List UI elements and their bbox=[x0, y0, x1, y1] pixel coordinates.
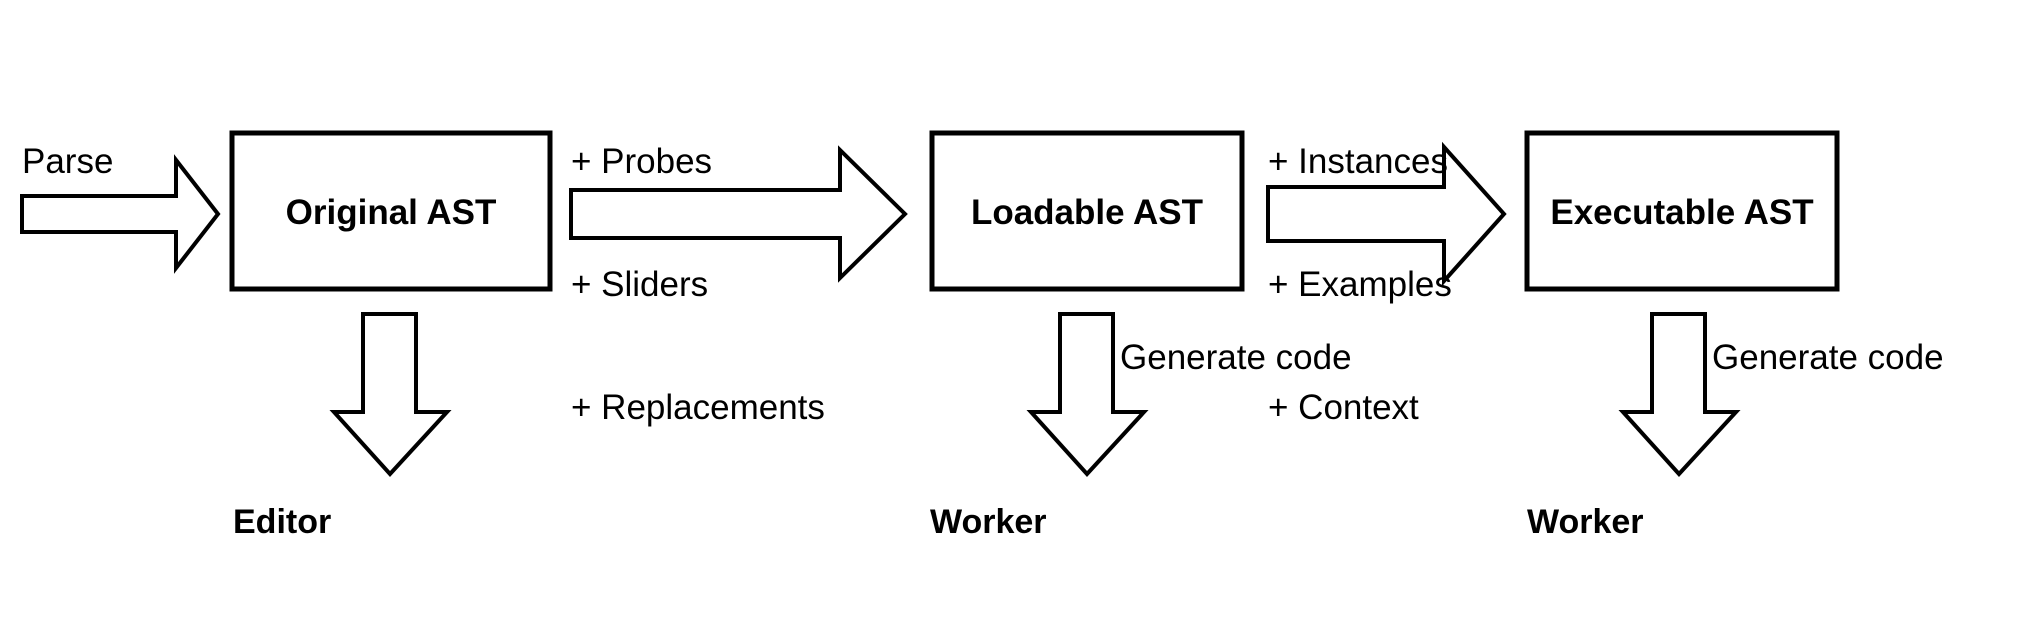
original-ast-box bbox=[229, 130, 553, 292]
loadable-to-executable-arrow-shape bbox=[1266, 141, 1507, 287]
executable-worker-note-body: Code used when executing examples bbox=[1527, 581, 1937, 629]
executable-generate-code-label: Generate code bbox=[1712, 338, 1944, 377]
loadable-worker-note-body: Code used when module is loaded by other… bbox=[930, 581, 1340, 629]
plus-item-sliders: + Sliders bbox=[571, 265, 709, 304]
loadable-worker-note-title: Worker bbox=[930, 503, 1047, 541]
plus-item-instances: + Instances bbox=[1268, 142, 1448, 181]
parse-arrow-shape bbox=[20, 154, 221, 274]
loadable-ast-label: Loadable AST bbox=[970, 193, 1204, 232]
plus-item-examples: + Examples bbox=[1268, 265, 1452, 304]
loadable-generate-code-label: Generate code bbox=[1120, 338, 1352, 377]
plus-item-context: + Context bbox=[1268, 388, 1419, 427]
plus-item-replacements: + Replacements bbox=[571, 388, 825, 427]
executable-worker-note-title: Worker bbox=[1527, 503, 1644, 541]
original-down-arrow-shape bbox=[329, 312, 452, 477]
editor-note-body: AST used as lookup for user actions bbox=[233, 581, 586, 629]
executable-ast-label: Executable AST bbox=[1550, 193, 1814, 232]
original-to-loadable-arrow-shape bbox=[569, 145, 908, 283]
editor-note-title: Editor bbox=[233, 503, 332, 541]
loadable-ast-box bbox=[929, 130, 1245, 292]
loadable-down-arrow-shape bbox=[1026, 312, 1149, 477]
executable-down-arrow-shape bbox=[1618, 312, 1741, 477]
parse-arrow-label: Parse bbox=[22, 142, 114, 181]
executable-ast-box bbox=[1524, 130, 1840, 292]
loadable-to-executable-arrow-label: + Instances + Examples + Context bbox=[1268, 59, 1452, 510]
editor-note: Editor AST used as lookup for user actio… bbox=[233, 473, 586, 629]
original-ast-label: Original AST bbox=[285, 193, 497, 232]
loadable-worker-note: Worker Code used when module is loaded b… bbox=[930, 473, 1340, 629]
executable-worker-note: Worker Code used when executing examples bbox=[1527, 473, 1937, 629]
plus-item-probes: + Probes bbox=[571, 142, 713, 181]
original-to-loadable-arrow-label: + Probes + Sliders + Replacements bbox=[571, 59, 825, 510]
